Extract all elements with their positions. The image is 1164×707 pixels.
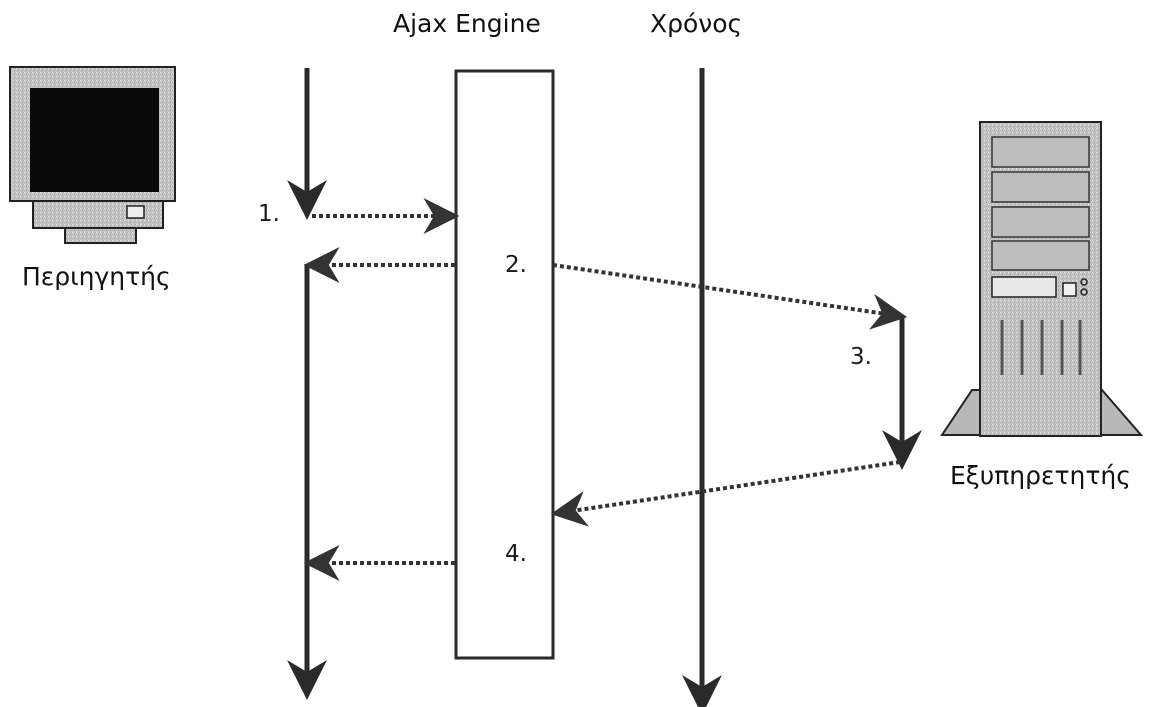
- server-label: Εξυπηρετητής: [950, 461, 1131, 490]
- browser-label: Περιηγητής: [22, 262, 171, 291]
- tower-server-icon: [940, 121, 1144, 437]
- step-label-4: 4.: [505, 541, 527, 567]
- message-engine-to-server: [552, 263, 908, 330]
- step-label-3: 3.: [850, 344, 872, 370]
- ajax-engine-box: [454, 69, 555, 660]
- step-label-1: 1.: [258, 201, 280, 227]
- desktop-monitor-icon: [9, 66, 176, 244]
- message-server-to-engine: [550, 460, 901, 527]
- step-label-2: 2.: [505, 252, 527, 278]
- ajax-engine-label: Ajax Engine: [393, 9, 541, 38]
- time-label: Χρόνος: [650, 9, 742, 38]
